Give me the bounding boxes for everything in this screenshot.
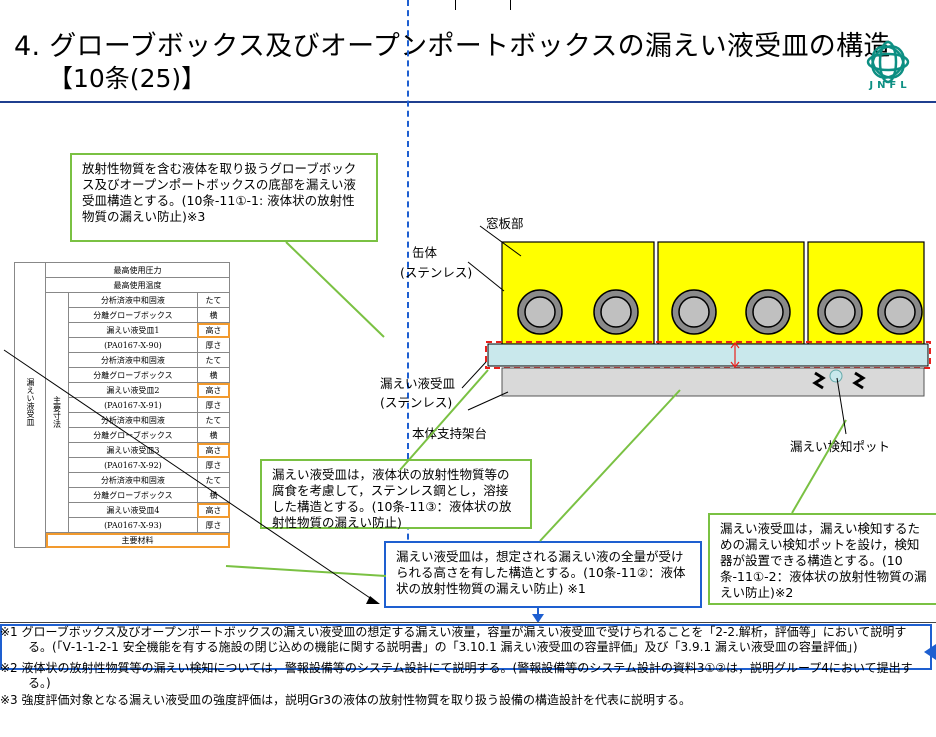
title-divider [0, 101, 936, 103]
callout-material: 漏えい液受皿は，液体状の放射性物質等の腐食を考慮して，ステンレス鋼とし，溶接した… [260, 459, 532, 530]
dim-cell: 横 [196, 367, 231, 383]
note1-highlight-box [0, 624, 932, 670]
callout-text: 放射性物質を含む液体を取り扱うグローブボックス及びオープンポートボックスの底部を… [82, 161, 357, 224]
label-can-body: 缶体 [412, 245, 438, 260]
leak-tray [487, 343, 929, 367]
jnfl-logo-icon [866, 40, 910, 84]
callout-leak-pot: 漏えい液受皿は，漏えい検知するための漏えい検知ポットを設け，検知器が設置できる構… [708, 513, 936, 605]
label-pot: 漏えい検知ポット [790, 439, 891, 454]
label-tray: 漏えい液受皿 [380, 376, 456, 391]
top-marks [455, 0, 456, 10]
page-title: 4. グローブボックス及びオープンポートボックスの漏えい液受皿の構造 [14, 31, 891, 62]
page-subtitle: 【10条(25)】 [48, 64, 207, 93]
label-support: 本体支持架台 [412, 426, 488, 441]
callout-text: 漏えい液受皿は，液体状の放射性物質等の腐食を考慮して，ステンレス鋼とし，溶接した… [272, 467, 512, 530]
label-tray-material: (ステンレス) [380, 395, 453, 410]
note-2: ※2 液体状の放射性物質等の漏えい検知については，警報設備等のシステム設計にて説… [0, 661, 913, 690]
glovebox-diagram [485, 241, 931, 397]
row-material: 主要材料 [45, 532, 230, 548]
footnotes: ※1 グローブボックス及びオープンポートボックスの漏えい液受皿の想定する漏えい液… [0, 625, 936, 708]
note-1: ※1 グローブボックス及びオープンポートボックスの漏えい液受皿の想定する漏えい液… [0, 625, 907, 654]
callout-tray-height-arrow [537, 608, 539, 616]
note-3: ※3 強度評価対象となる漏えい液受皿の強度評価は，説明Gr3の液体の放射性物質を… [0, 693, 692, 707]
dim-cell: たて [196, 292, 231, 308]
leak-pot-symbol [812, 371, 866, 390]
callout-tray-height: 漏えい液受皿は，想定される漏えい液の全量が受けられる高さを有した構造とする。(1… [384, 541, 702, 608]
callout-gb-structure: 放射性物質を含む液体を取り扱うグローブボックス及びオープンポートボックスの底部を… [70, 153, 378, 242]
center-dashed-line [407, 0, 409, 600]
spec-table: 漏えい液受皿 最高使用圧力 最高使用温度 主要寸法 分析済液中和固液 たて 分離… [14, 262, 231, 548]
down-arrow-icon [532, 614, 544, 623]
logo-text: JNFL [869, 80, 911, 91]
callout-text: 漏えい液受皿は，漏えい検知するための漏えい検知ポットを設け，検知器が設置できる構… [720, 521, 927, 600]
side-label-dims: 主要寸法 [45, 292, 69, 533]
notes-divider [0, 622, 936, 623]
top-marks [510, 0, 511, 10]
label-window: 窓板部 [486, 216, 524, 231]
support-frame [501, 367, 925, 397]
label-can-material: (ステンレス) [400, 265, 473, 280]
callout-text: 漏えい液受皿は，想定される漏えい液の全量が受けられる高さを有した構造とする。(1… [396, 549, 686, 596]
